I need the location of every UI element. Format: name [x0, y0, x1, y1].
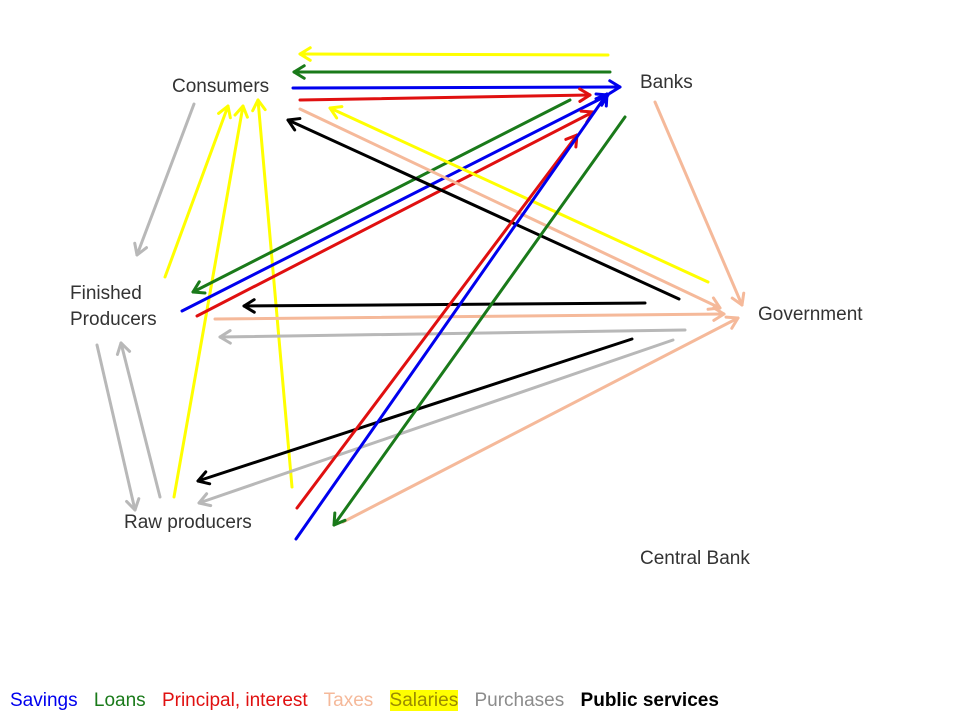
node-banks: Banks	[640, 72, 693, 93]
flow-arrow-purchases	[218, 328, 687, 345]
flow-arrow-taxes	[298, 107, 722, 311]
flow-arrow-salaries	[251, 98, 294, 489]
flow-arrow-loans	[292, 64, 612, 80]
legend-principal-interest: Principal, interest	[161, 690, 308, 711]
node-consumers: Consumers	[172, 76, 270, 97]
node-finished-producers-line2: Producers	[70, 309, 157, 330]
legend-taxes: Taxes	[323, 690, 374, 711]
flow-arrow-principal-interest	[298, 87, 592, 103]
flow-arrow-savings	[180, 92, 610, 313]
flow-arrow-purchases	[115, 341, 162, 499]
flow-arrow-public-services	[242, 298, 647, 314]
node-raw-producers: Raw producers	[124, 512, 252, 533]
flow-arrow-salaries	[163, 104, 232, 279]
node-government: Government	[758, 304, 863, 325]
node-finished-producers: Finished Producers	[70, 281, 180, 333]
legend-loans: Loans	[93, 690, 146, 711]
node-finished-producers-line1: Finished	[70, 283, 142, 304]
flow-arrow-loans	[332, 115, 627, 527]
flow-arrow-public-services	[286, 117, 681, 301]
flow-arrow-savings	[291, 79, 622, 95]
flow-arrow-loans	[191, 98, 572, 295]
legend-purchases: Purchases	[474, 690, 565, 711]
node-central-bank: Central Bank	[640, 548, 750, 569]
flow-arrow-salaries	[298, 46, 610, 62]
flow-arrow-taxes	[213, 306, 726, 322]
flow-arrow-purchases	[133, 102, 196, 257]
flow-arrow-purchases	[95, 343, 141, 512]
legend-public-services: Public services	[580, 690, 719, 711]
legend-salaries: Salaries	[389, 690, 459, 711]
legend-savings: Savings	[10, 690, 78, 711]
flow-arrow-principal-interest	[195, 109, 595, 318]
flow-arrow-taxes	[653, 100, 746, 307]
flow-arrow-salaries	[172, 104, 249, 499]
flow-arrow-purchases	[197, 338, 675, 508]
flow-arrow-savings	[294, 92, 609, 541]
flow-arrow-taxes	[341, 315, 740, 524]
flow-arrow-salaries	[328, 105, 710, 284]
legend: Savings Loans Principal, interest Taxes …	[10, 688, 730, 714]
